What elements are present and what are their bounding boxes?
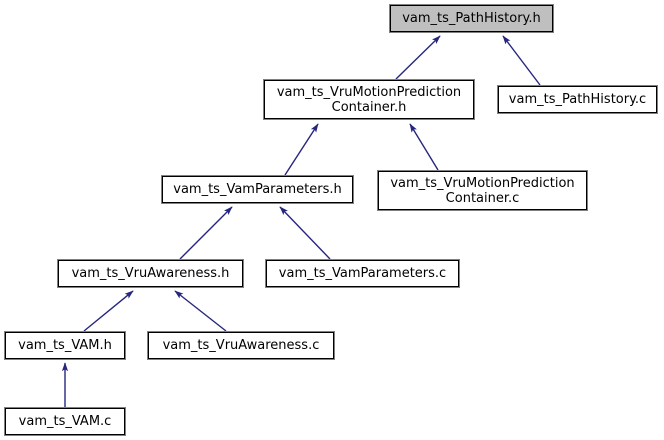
graph-node-label: vam_ts_VAM.h [18,338,112,353]
edge-vam_parameters_h-to-vru_motion_prediction_container_h [284,123,319,176]
edge-vru_awareness_h-to-vam_parameters_h [179,206,233,260]
graph-node-vam_h[interactable]: vam_ts_VAM.h [4,331,126,360]
edge-vam_h-to-vru_awareness_h [83,290,134,332]
graph-node-vam_parameters_c[interactable]: vam_ts_VamParameters.c [265,259,460,288]
graph-node-vru_awareness_h[interactable]: vam_ts_VruAwareness.h [57,259,244,288]
graph-node-vam_c[interactable]: vam_ts_VAM.c [4,407,126,436]
graph-node-label: vam_ts_VAM.c [18,414,112,429]
graph-node-vru_motion_prediction_container_h[interactable]: vam_ts_VruMotionPrediction Container.h [263,79,475,120]
graph-node-label: vam_ts_VamParameters.h [173,182,342,197]
graph-node-label: vam_ts_VruAwareness.c [162,338,320,353]
graph-node-vru_awareness_c[interactable]: vam_ts_VruAwareness.c [147,331,335,360]
graph-node-path_history_c[interactable]: vam_ts_PathHistory.c [497,85,658,114]
graph-node-vru_motion_prediction_container_c[interactable]: vam_ts_VruMotionPrediction Container.c [377,170,588,211]
graph-node-label: vam_ts_VruMotionPrediction Container.h [276,84,462,115]
edge-vru_motion_prediction_container_c-to-vru_motion_prediction_container_h [409,123,439,171]
edge-vru_awareness_c-to-vru_awareness_h [174,290,227,332]
graph-node-vam_parameters_h[interactable]: vam_ts_VamParameters.h [161,175,354,204]
graph-node-label: vam_ts_VruMotionPrediction Container.c [390,175,575,206]
graph-node-label: vam_ts_VruAwareness.h [71,266,230,281]
graph-node-label: vam_ts_PathHistory.h [402,11,541,26]
graph-node-label: vam_ts_VamParameters.c [278,266,447,281]
edge-vru_motion_prediction_container_h-to-path_history_h [395,35,441,80]
edge-path_history_c-to-path_history_h [502,35,541,86]
edge-vam_parameters_c-to-vam_parameters_h [279,206,331,260]
graph-node-label: vam_ts_PathHistory.c [508,92,647,107]
graph-node-path_history_h[interactable]: vam_ts_PathHistory.h [389,4,554,33]
